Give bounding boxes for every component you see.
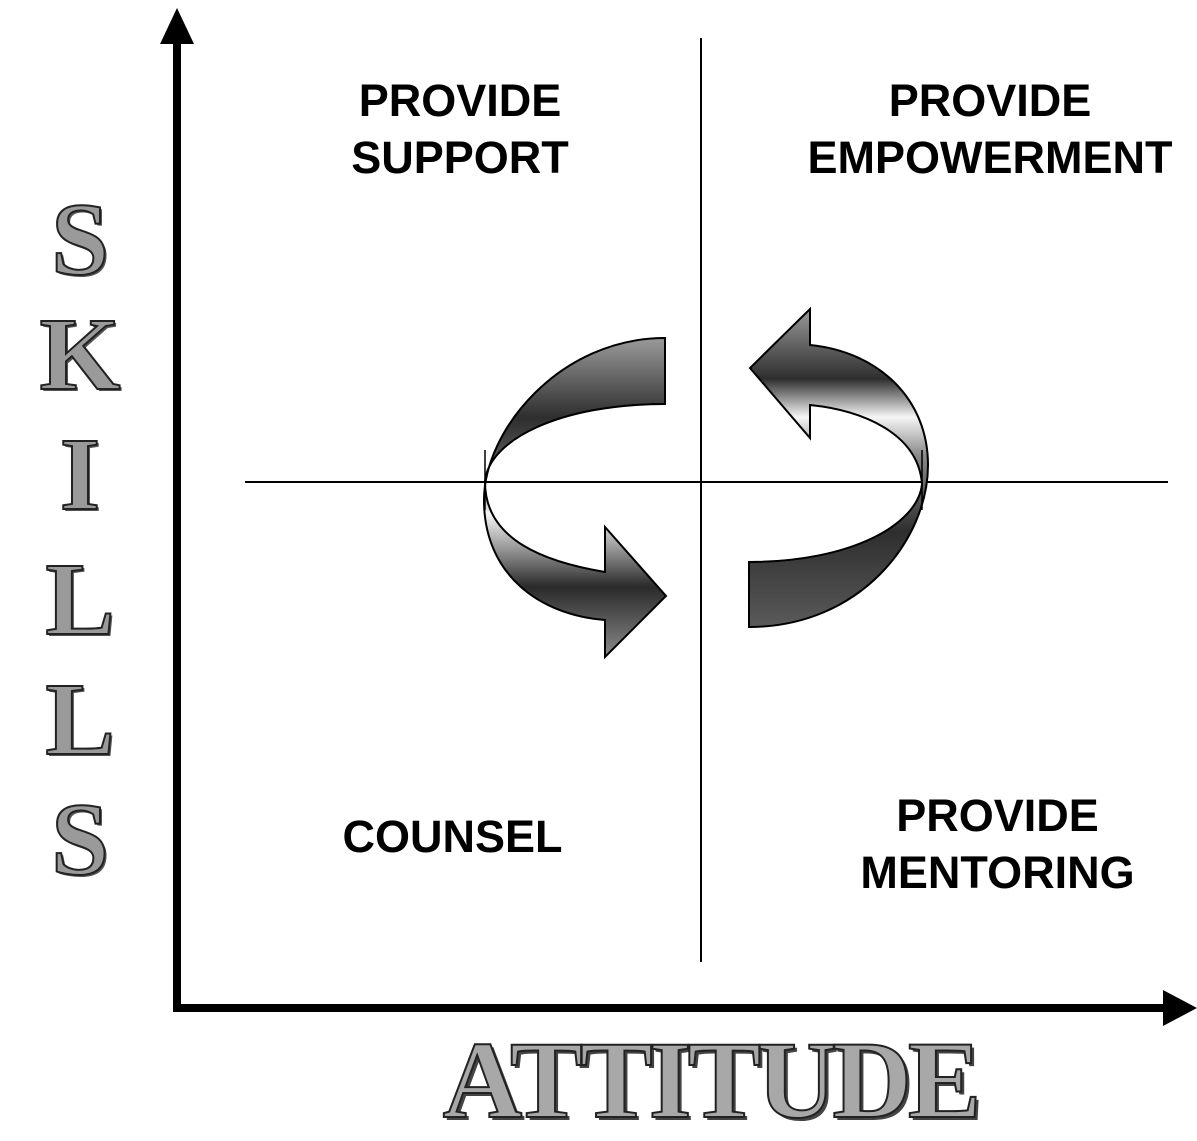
cycle-arrow-right (748, 306, 930, 629)
quadrant-label-top-right: PROVIDE EMPOWERMENT (790, 72, 1190, 186)
x-axis-label: ATTITUDE (442, 1019, 982, 1141)
y-axis-letter-4: L (44, 542, 115, 657)
y-axis-letter-2: K (39, 297, 122, 412)
quadrant-top-right-line-2: EMPOWERMENT (807, 132, 1173, 183)
quadrant-label-top-left: PROVIDE SUPPORT (300, 72, 620, 186)
quadrant-label-bottom-right: PROVIDE MENTORING (835, 787, 1160, 901)
y-axis-letter-5: L (44, 662, 115, 777)
y-axis-arrowhead (160, 8, 194, 44)
cycle-arrow-left (482, 336, 668, 660)
quadrant-bottom-right-line-2: MENTORING (860, 847, 1135, 898)
quadrant-top-left-line-2: SUPPORT (351, 132, 569, 183)
quadrant-top-right-line-1: PROVIDE (888, 75, 1092, 126)
quadrant-bottom-left-line-1: COUNSEL (342, 811, 563, 862)
y-axis-letter-1: S (50, 182, 110, 297)
x-axis-arrowhead (1163, 990, 1197, 1026)
y-axis-letter-6: S (50, 782, 110, 897)
quadrant-top-left-line-1: PROVIDE (358, 75, 562, 126)
y-axis-letter-3: I (59, 417, 101, 532)
quadrant-bottom-right-line-1: PROVIDE (896, 790, 1099, 841)
quadrant-label-bottom-left: COUNSEL (300, 808, 605, 865)
